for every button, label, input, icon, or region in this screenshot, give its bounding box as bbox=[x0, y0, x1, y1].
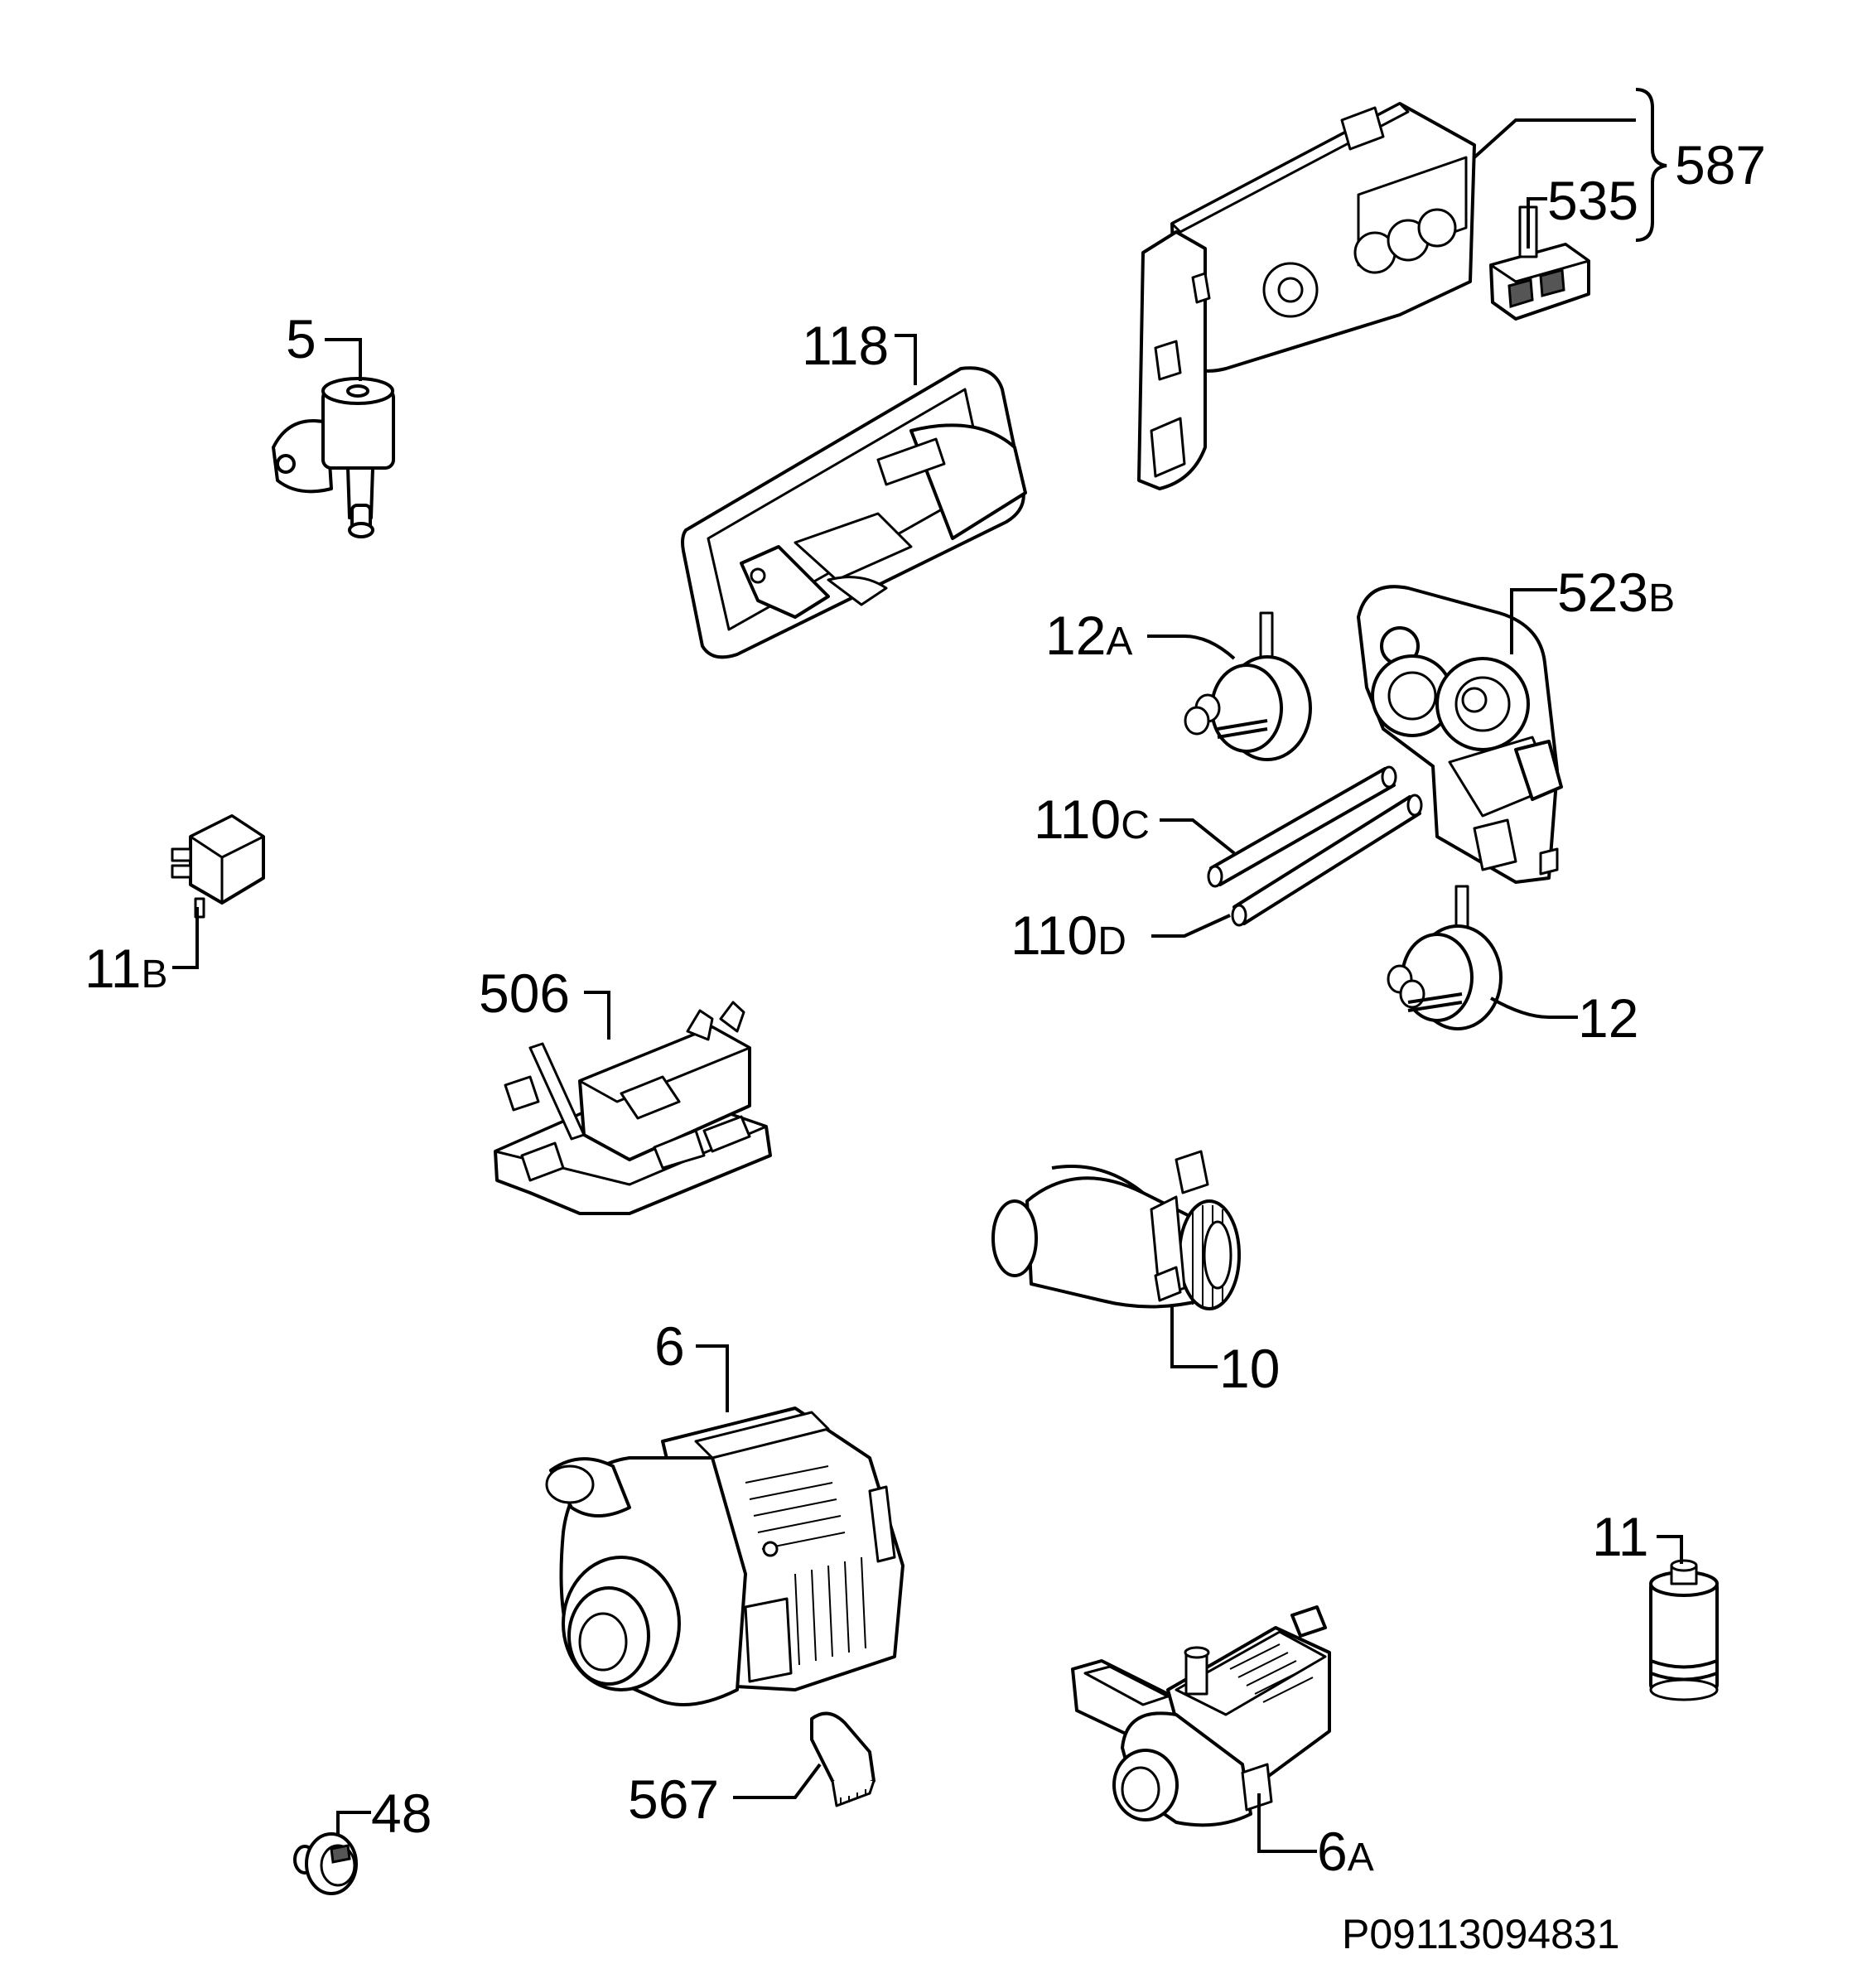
label-6A: 6A bbox=[1317, 1821, 1374, 1882]
leader-11B bbox=[172, 907, 199, 969]
part-48-cap bbox=[293, 1832, 358, 1895]
label-48: 48 bbox=[371, 1783, 432, 1844]
leader-118 bbox=[895, 334, 917, 385]
label-535: 535 bbox=[1547, 170, 1638, 231]
leader-12A bbox=[1147, 635, 1236, 660]
part-12A-pressure-switch bbox=[1184, 611, 1312, 761]
label-567: 567 bbox=[628, 1768, 719, 1830]
part-587-electronic-module bbox=[1137, 102, 1476, 490]
leader-6A bbox=[1257, 1793, 1317, 1853]
leader-506 bbox=[584, 991, 610, 1040]
leader-6 bbox=[696, 1344, 729, 1412]
leader-535 bbox=[1527, 197, 1547, 248]
label-587: 587 bbox=[1675, 134, 1766, 195]
part-567-clip bbox=[810, 1711, 876, 1807]
part-535-connector bbox=[1489, 205, 1590, 321]
label-12A: 12A bbox=[1045, 605, 1132, 666]
part-12-pressure-switch bbox=[1387, 885, 1503, 1030]
brace-587 bbox=[1635, 88, 1667, 242]
label-523B-number: 523 bbox=[1557, 562, 1648, 623]
diagram-reference-code: P09113094831 bbox=[1342, 1911, 1620, 1957]
label-11B-suffix: B bbox=[142, 953, 168, 996]
leader-523B bbox=[1510, 588, 1557, 654]
label-110C-number: 110 bbox=[1034, 789, 1121, 850]
label-110D-suffix: D bbox=[1097, 919, 1126, 963]
part-6-circulation-pump bbox=[545, 1407, 904, 1706]
part-6A-drain-pump bbox=[1071, 1605, 1331, 1827]
leader-48 bbox=[336, 1811, 371, 1835]
label-110C: 110C bbox=[1034, 789, 1150, 850]
leader-110C bbox=[1160, 818, 1236, 855]
label-6: 6 bbox=[654, 1315, 685, 1377]
part-118-dispenser bbox=[681, 366, 1027, 659]
part-110D-hose bbox=[1231, 794, 1423, 927]
label-110C-suffix: C bbox=[1121, 803, 1150, 847]
label-11B-number: 11 bbox=[84, 938, 142, 999]
leader-587 bbox=[1473, 118, 1636, 159]
part-506-door-lock bbox=[494, 1001, 772, 1215]
label-6A-number: 6 bbox=[1317, 1821, 1348, 1882]
label-523B-suffix: B bbox=[1648, 577, 1675, 620]
label-12A-number: 12 bbox=[1045, 605, 1106, 666]
label-6A-suffix: A bbox=[1348, 1836, 1374, 1879]
label-523B: 523B bbox=[1557, 562, 1675, 623]
label-118: 118 bbox=[802, 315, 889, 376]
label-10: 10 bbox=[1219, 1338, 1280, 1399]
label-12A-suffix: A bbox=[1106, 620, 1132, 663]
part-11B-relay bbox=[171, 814, 265, 919]
label-11: 11 bbox=[1592, 1506, 1649, 1567]
label-5: 5 bbox=[286, 308, 316, 369]
part-110C-hose bbox=[1207, 765, 1397, 888]
leader-567 bbox=[733, 1763, 822, 1799]
leader-10 bbox=[1170, 1305, 1218, 1368]
leader-11 bbox=[1657, 1535, 1683, 1564]
part-5-inlet-valve bbox=[272, 377, 395, 538]
label-110D: 110D bbox=[1011, 905, 1126, 966]
label-12: 12 bbox=[1578, 987, 1638, 1049]
part-10-heater bbox=[991, 1150, 1241, 1310]
leader-5 bbox=[325, 338, 362, 381]
label-110D-number: 110 bbox=[1011, 905, 1097, 966]
label-11B: 11B bbox=[84, 938, 168, 999]
part-11-capacitor bbox=[1649, 1559, 1719, 1701]
part-523B-bracket bbox=[1357, 585, 1563, 884]
label-506: 506 bbox=[479, 963, 570, 1024]
leader-110D bbox=[1151, 914, 1231, 938]
leader-12 bbox=[1490, 996, 1578, 1019]
